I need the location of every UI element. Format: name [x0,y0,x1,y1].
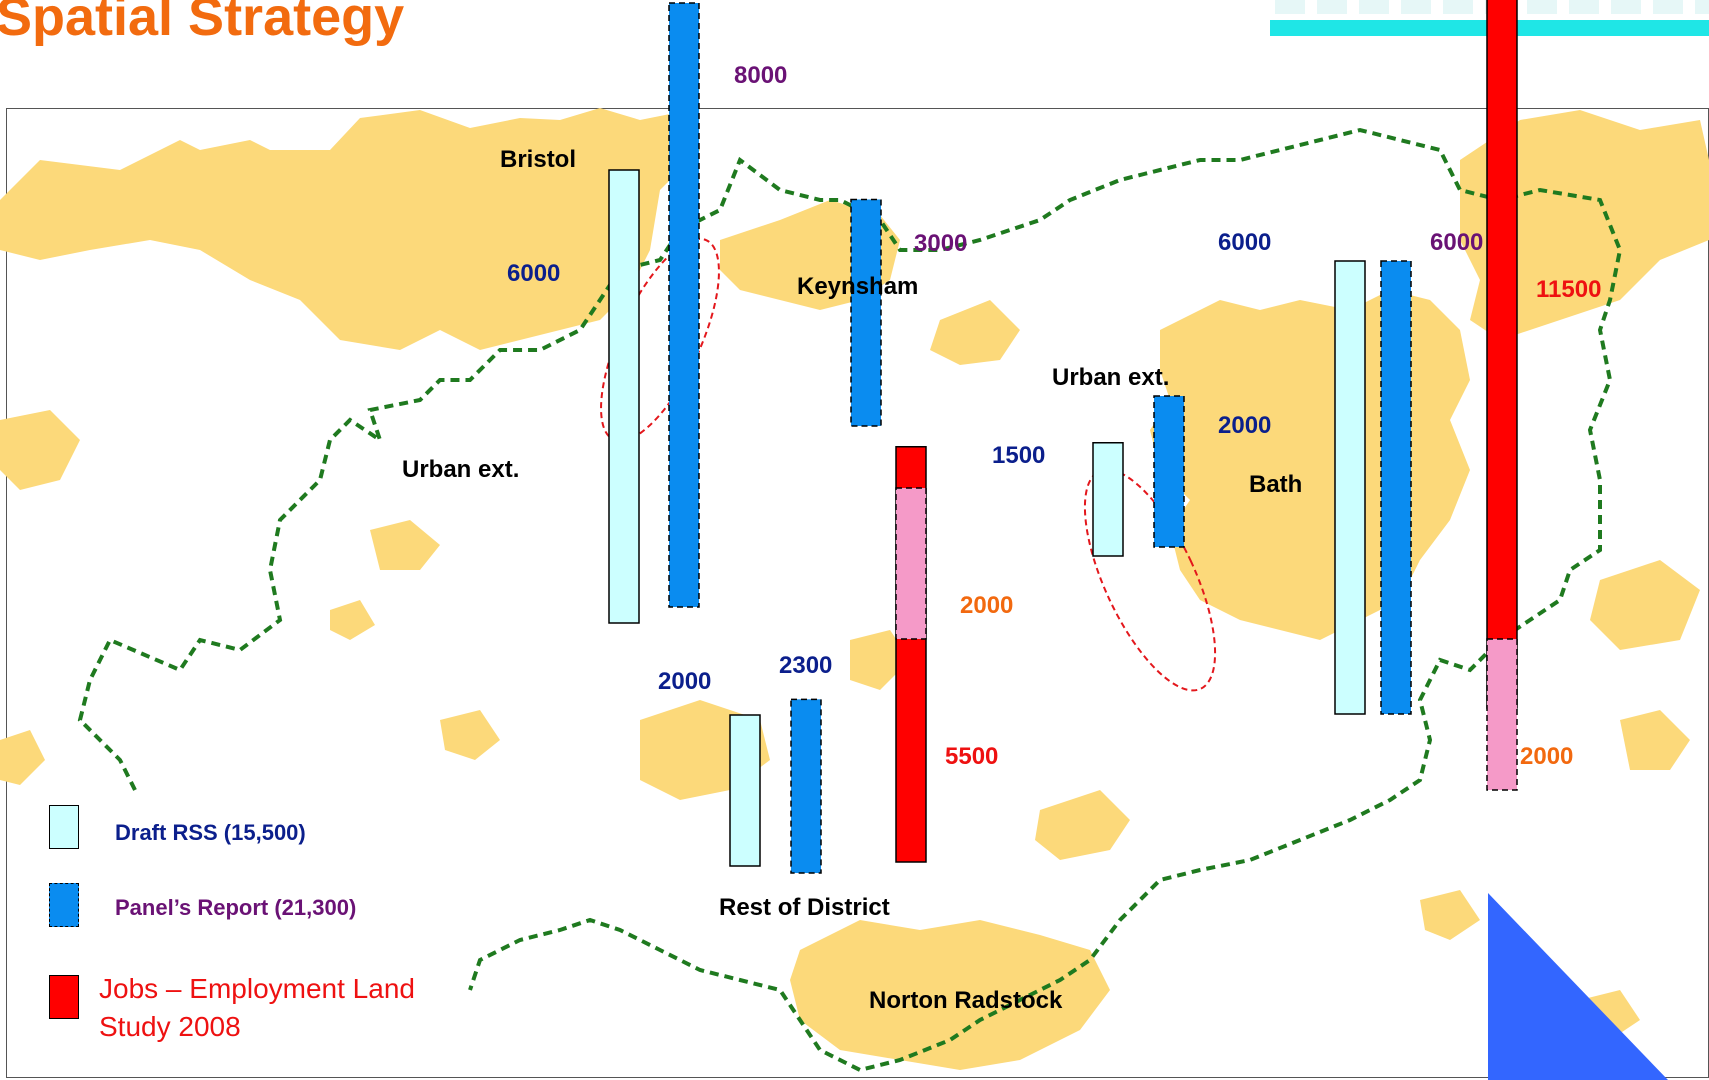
bath-urban-area [1150,290,1470,640]
urban-extension-bath-label: Urban ext. [1052,364,1170,391]
bar-panel [1153,395,1185,548]
urban-patch [370,520,440,570]
data-label: 11500 [1536,276,1602,303]
norton-radstock-urban-area [790,920,1110,1070]
district-boundary [77,127,1623,1073]
bristol-label: Bristol [500,146,577,173]
page-title: Spatial Strategy [0,0,405,47]
data-label: 6000 [507,260,561,287]
urban-patch [200,140,290,200]
bar-jobs [1486,0,1518,709]
urban-extension-west-label: Urban ext. [402,456,520,483]
legend-label-draft: Draft RSS (15,500) [115,820,306,845]
urban-patch [330,600,375,640]
norton-radstock-label: Norton Radstock [869,987,1063,1014]
data-label: 8000 [734,62,788,89]
east-urban-area [1460,110,1709,340]
decorative-triangle [1488,893,1668,1080]
data-label: 2000 [1520,743,1574,770]
legend-label-panel: Panel’s Report (21,300) [115,895,357,920]
data-label: 6000 [1218,229,1272,256]
data-label: 2300 [779,652,833,679]
data-label: 6000 [1430,229,1484,256]
bath-urban-extension-outline [1083,468,1217,692]
urban-patch [930,300,1020,365]
bar-panel [1380,260,1412,715]
bar-draft [729,714,761,867]
data-label: 2000 [1218,412,1272,439]
legend-swatch-panel [49,883,79,927]
urban-patch [1590,560,1700,650]
urban-patch [0,410,80,490]
urban-patch [1420,890,1480,940]
bar-draft [1334,260,1366,715]
urban-patch [1620,710,1690,770]
data-label: 1500 [992,442,1046,469]
legend-label-jobs-line2: Study 2008 [99,1011,241,1042]
bath-label: Bath [1249,471,1303,498]
data-label: 2000 [960,592,1014,619]
urban-patch [440,710,500,760]
bristol-urban-area [0,108,700,350]
urban-patch [1035,790,1130,860]
bar-jobs_extra [1486,638,1518,791]
data-label: 5500 [945,743,999,770]
bar-panel [790,698,822,874]
urban-patch [0,730,45,785]
bar-draft [1092,442,1124,557]
urban-patch [850,630,910,690]
bar-panel [668,2,700,608]
bar-draft [608,169,640,624]
rest-of-district-label: Rest of District [719,894,890,921]
bar-jobs_extra [895,487,927,640]
legend-label-jobs-line1: Jobs – Employment Land [99,973,415,1004]
bar-panel [850,198,882,427]
legend-swatch-draft [49,805,79,849]
data-label: 2000 [658,668,712,695]
legend-swatch-jobs [49,975,79,1019]
data-label: 3000 [914,230,968,257]
keynsham-label: Keynsham [797,273,919,300]
